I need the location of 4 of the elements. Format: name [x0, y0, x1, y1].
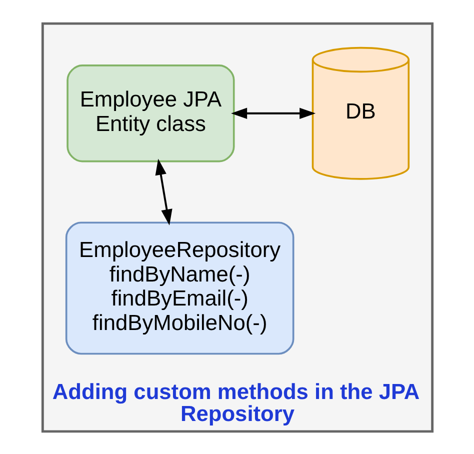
node-box: Employee JPA Entity class — [66, 64, 234, 162]
node-box: EmployeeRepository findByName(-) findByEmail(-) findByMobileNo(-) — [64, 221, 294, 354]
arrow — [154, 158, 172, 225]
arrow — [230, 107, 316, 119]
